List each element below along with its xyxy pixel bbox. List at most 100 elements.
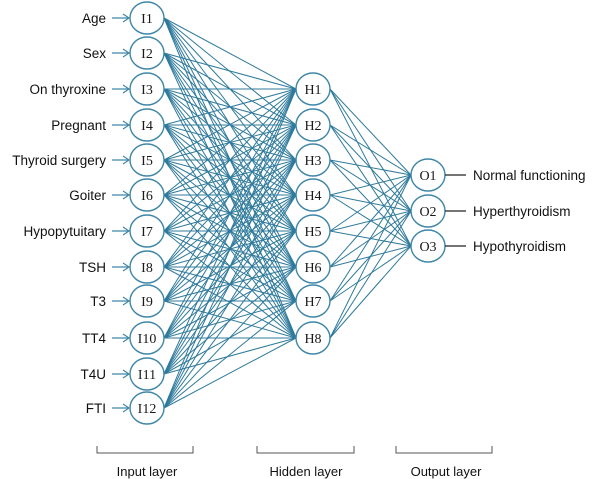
hidden-node-5: H5: [295, 214, 331, 248]
output-class-label: Normal functioning: [473, 168, 586, 183]
hidden-node-3: H3: [295, 143, 331, 177]
input-node-5: I5: [129, 143, 165, 177]
connection-h6-o1: [329, 174, 412, 268]
input-node-6: I6: [129, 178, 165, 212]
connection-h7-o3: [329, 245, 412, 302]
hidden-node-8: H8: [295, 321, 331, 355]
input-node-4: I4: [129, 108, 165, 142]
connection-i8-h1: [163, 88, 297, 268]
output-class-label: Hypothyroidism: [473, 239, 566, 254]
input-feature-label: TSH: [79, 260, 106, 275]
node-circle: [129, 321, 165, 355]
connection-i10-h1: [163, 88, 297, 339]
connection-h5-o1: [329, 174, 412, 232]
output-node-2: O2: [410, 194, 446, 228]
node-circle: [295, 72, 331, 106]
connection-h7-o1: [329, 174, 412, 302]
connection-i12-h4: [163, 194, 297, 409]
node-circle: [295, 143, 331, 177]
node-label: I5: [141, 154, 153, 169]
arrow-head-icon: [122, 190, 131, 200]
connection-h8-o2: [329, 210, 412, 339]
node-label: I1: [141, 12, 153, 27]
output-class-label: Hyperthyroidism: [473, 204, 571, 219]
node-label: O1: [419, 169, 436, 184]
node-circle: [129, 250, 165, 284]
node-label: I3: [141, 83, 153, 98]
input-node-2: I2: [129, 36, 165, 70]
input-feature-label: T3: [90, 294, 106, 309]
connection-i12-h7: [163, 300, 297, 409]
input-feature-label: Goiter: [69, 188, 106, 203]
connection-i6-h1: [163, 88, 297, 196]
arrow-head-icon: [122, 155, 131, 165]
input-feature-label: TT4: [82, 331, 106, 346]
node-label: I8: [141, 261, 153, 276]
node-label: I2: [141, 47, 153, 62]
node-circle: [295, 250, 331, 284]
input-arrows: [112, 13, 131, 413]
node-circle: [129, 143, 165, 177]
input-layer-bracket: [96, 446, 194, 454]
node-label: H8: [304, 332, 321, 347]
arrow-head-icon: [122, 84, 131, 94]
connections: [163, 17, 412, 409]
node-label: H5: [304, 225, 321, 240]
hidden-node-7: H7: [295, 284, 331, 318]
connection-i12-h2: [163, 124, 297, 409]
output-layer-bracket: [395, 446, 493, 454]
node-label: O3: [419, 240, 436, 255]
output-node-1: O1: [410, 158, 446, 192]
input-feature-label: Hypopytuitary: [23, 224, 106, 239]
input-feature-label: T4U: [80, 367, 106, 382]
input-node-3: I3: [129, 72, 165, 106]
input-node-10: I10: [129, 321, 165, 355]
node-circle: [295, 108, 331, 142]
node-label: I12: [138, 402, 157, 417]
connection-h8-o1: [329, 174, 412, 339]
arrow-head-icon: [122, 120, 131, 130]
node-circle: [295, 321, 331, 355]
arrow-head-icon: [122, 48, 131, 58]
node-circle: [295, 214, 331, 248]
node-label: H2: [304, 119, 321, 134]
arrow-head-icon: [122, 262, 131, 272]
input-feature-label: Age: [82, 11, 106, 26]
connection-i12-h5: [163, 230, 297, 409]
node-label: O2: [419, 205, 436, 220]
input-feature-label: On thyroxine: [29, 82, 106, 97]
connection-i9-h1: [163, 88, 297, 302]
node-label: H1: [304, 83, 321, 98]
hidden-layer-label: Hidden layer: [270, 464, 344, 479]
connection-i4-h1: [163, 88, 297, 126]
connection-i1-h1: [163, 17, 297, 90]
connection-i12-h3: [163, 159, 297, 409]
node-label: I11: [138, 368, 156, 383]
input-layer-label: Input layer: [117, 464, 178, 479]
node-circle: [129, 1, 165, 35]
connection-i12-h8: [163, 337, 297, 409]
node-circle: [129, 391, 165, 425]
input-node-12: I12: [129, 391, 165, 425]
node-circle: [129, 357, 165, 391]
input-node-7: I7: [129, 214, 165, 248]
input-feature-label: FTI: [86, 401, 106, 416]
node-circle: [129, 214, 165, 248]
node-label: I10: [138, 332, 157, 347]
node-label: I6: [141, 189, 153, 204]
node-circle: [129, 284, 165, 318]
input-node-1: I1: [129, 1, 165, 35]
connection-i8-h2: [163, 124, 297, 268]
node-circle: [295, 284, 331, 318]
node-circle: [295, 178, 331, 212]
arrow-head-icon: [122, 13, 131, 23]
connection-i12-h1: [163, 88, 297, 409]
node-label: H6: [304, 261, 321, 276]
connection-h3-o1: [329, 159, 412, 176]
arrow-head-icon: [122, 369, 131, 379]
node-label: I9: [141, 295, 153, 310]
node-circle: [129, 72, 165, 106]
connection-i11-h1: [163, 88, 297, 375]
node-label: H4: [304, 189, 321, 204]
